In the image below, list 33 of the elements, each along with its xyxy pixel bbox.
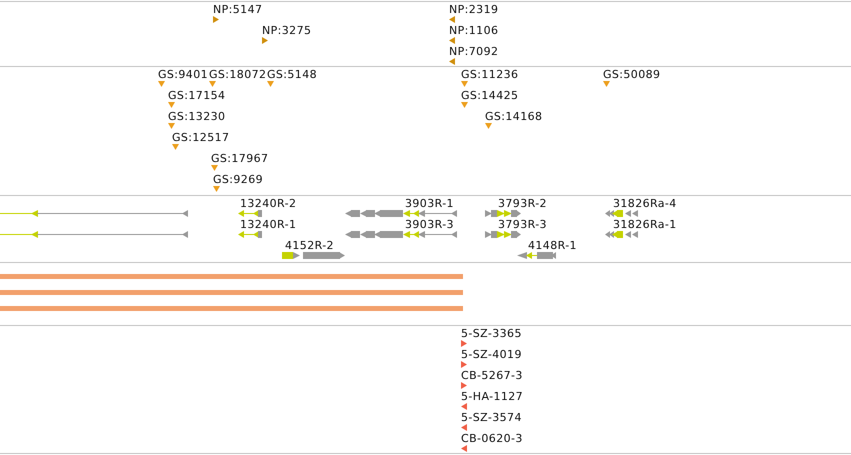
- feature-label: NP:1106: [449, 24, 498, 37]
- feature-label: 5-SZ-4019: [461, 348, 522, 361]
- feature-label: GS:9401: [158, 68, 208, 81]
- feature-label: NP:3275: [262, 24, 312, 37]
- feature-label: 13240R-1: [240, 218, 296, 231]
- feature-label: 5-HA-1127: [461, 390, 524, 403]
- feature-label: GS:11236: [461, 68, 518, 81]
- feature-label: 3793R-3: [498, 218, 547, 231]
- feature-label: GS:17154: [168, 89, 226, 102]
- feature-label: 4148R-1: [528, 239, 577, 252]
- feature-label: GS:14425: [461, 89, 518, 102]
- feature-label: 13240R-2: [240, 197, 296, 210]
- feature-label: GS:18072: [209, 68, 266, 81]
- feature-label: GS:12517: [172, 131, 230, 144]
- feature-label: CB-0620-3: [461, 432, 523, 445]
- feature-label: GS:13230: [168, 110, 226, 123]
- feature-label: GS:17967: [211, 152, 268, 165]
- feature-label: 31826Ra-1: [613, 218, 677, 231]
- feature-label: 5-SZ-3365: [461, 327, 522, 340]
- feature-label: CB-5267-3: [461, 369, 523, 382]
- feature-label: GS:14168: [485, 110, 542, 123]
- feature-label: 5-SZ-3574: [461, 411, 522, 424]
- feature-label: 31826Ra-4: [613, 197, 677, 210]
- feature-label: 3793R-2: [498, 197, 547, 210]
- feature-label: GS:9269: [213, 173, 264, 186]
- feature-label: 4152R-2: [285, 239, 334, 252]
- feature-label: 3903R-3: [405, 218, 454, 231]
- feature-label: NP:2319: [449, 3, 498, 16]
- feature-label: GS:5148: [267, 68, 318, 81]
- feature-label: NP:7092: [449, 45, 498, 58]
- feature-label: 3903R-1: [405, 197, 454, 210]
- feature-label: NP:5147: [213, 3, 262, 16]
- feature-label: GS:50089: [603, 68, 660, 81]
